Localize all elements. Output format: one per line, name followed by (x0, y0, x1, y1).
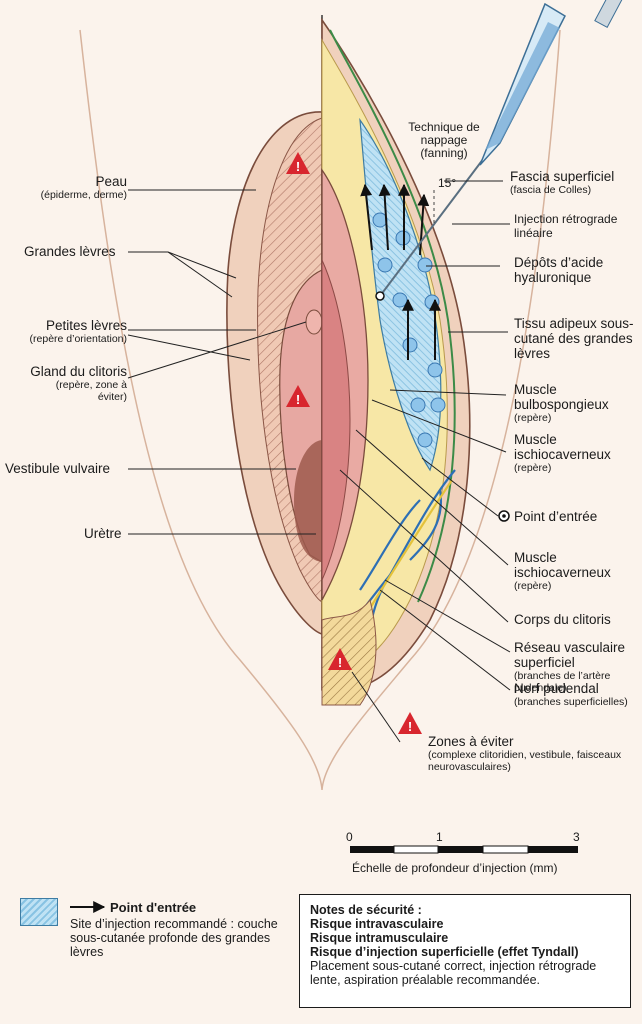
label-corps-clitoris: Corps du clitoris (514, 612, 611, 627)
vestibule (294, 440, 322, 562)
label-injection-retrograde: Injection rétrograde linéaire (514, 212, 618, 240)
left-leader-lines (127, 189, 316, 535)
scale-tick-1: 1 (436, 830, 443, 844)
safety-note: Placement sous-cutané correct, injection… (310, 959, 597, 987)
label-vestibule: Vestibule vulvaire (5, 461, 111, 476)
label-zones-eviter: Zones à éviter(complexe clitoridien, ves… (428, 734, 622, 773)
svg-text:!: ! (296, 159, 300, 174)
syringe (375, 0, 624, 301)
scale-tick-0: 0 (346, 830, 353, 844)
lower-hatched-zone (321, 598, 377, 706)
label-ischiocaverneux-1: Muscle ischiocaverneux(repère) (514, 432, 611, 474)
label-gland-clitoris: Gland du clitoris(repère, zone à éviter) (30, 364, 127, 403)
safety-risk-3: Risque d’injection superficielle (effet … (310, 945, 579, 959)
label-technique: Technique de nappage (fanning) (408, 120, 480, 160)
clitoris-glans (305, 309, 323, 335)
label-bulbospongieux: Muscle bulbospongieux(repère) (514, 382, 609, 424)
safety-title: Notes de sécurité : (310, 903, 422, 917)
safety-risk-1: Risque intravasculaire (310, 917, 444, 931)
fanning-arrows (360, 183, 441, 360)
svg-text:!: ! (408, 719, 412, 734)
fascia-line (329, 29, 456, 603)
right-leader-lines (339, 180, 511, 743)
depth-scale-bar (350, 845, 578, 854)
label-grandes-levres: Grandes lèvres (24, 244, 116, 259)
label-fascia: Fascia superficiel(fascia de Colles) (510, 169, 615, 196)
label-petites-levres: Petites lèvres(repère d’orientation) (29, 318, 127, 345)
legend: Point d'entrée Site d’injection recomman… (70, 900, 280, 960)
label-point-entree: Point d’entrée (514, 509, 598, 524)
label-peau: Peau(épiderme, derme) (40, 174, 127, 201)
warning-icon (286, 152, 422, 734)
legend-entry-point: Point d'entrée (110, 900, 197, 915)
right-clitoral-body (321, 259, 351, 581)
label-ischiocaverneux-2: Muscle ischiocaverneux(repère) (514, 550, 611, 592)
label-angle: 15° (438, 176, 457, 190)
label-uretre: Urètre (84, 526, 122, 541)
body-outline (79, 29, 561, 791)
label-nerf-pudendal: Nerf pudendal(branches superficielles) (514, 681, 628, 708)
safety-notes-box: Notes de sécurité : Risque intravasculai… (299, 894, 631, 1008)
legend-site: Site d’injection recommandé : couche sou… (70, 917, 278, 959)
svg-text:!: ! (338, 655, 342, 670)
safety-risk-2: Risque intramusculaire (310, 931, 449, 945)
label-tissu-adipeux: Tissu adipeux sous-cutané des grandes lè… (514, 316, 634, 361)
svg-text:!: ! (296, 392, 300, 407)
label-reseau-vasculaire: Réseau vasculaire superficiel(branches d… (514, 640, 626, 694)
label-depots: Dépôts d’acide hyaluronique (514, 255, 604, 285)
legend-swatch-injection-site (20, 898, 58, 926)
scale-caption: Échelle de profondeur d’injection (mm) (352, 861, 558, 875)
scale-tick-3: 3 (573, 830, 580, 844)
